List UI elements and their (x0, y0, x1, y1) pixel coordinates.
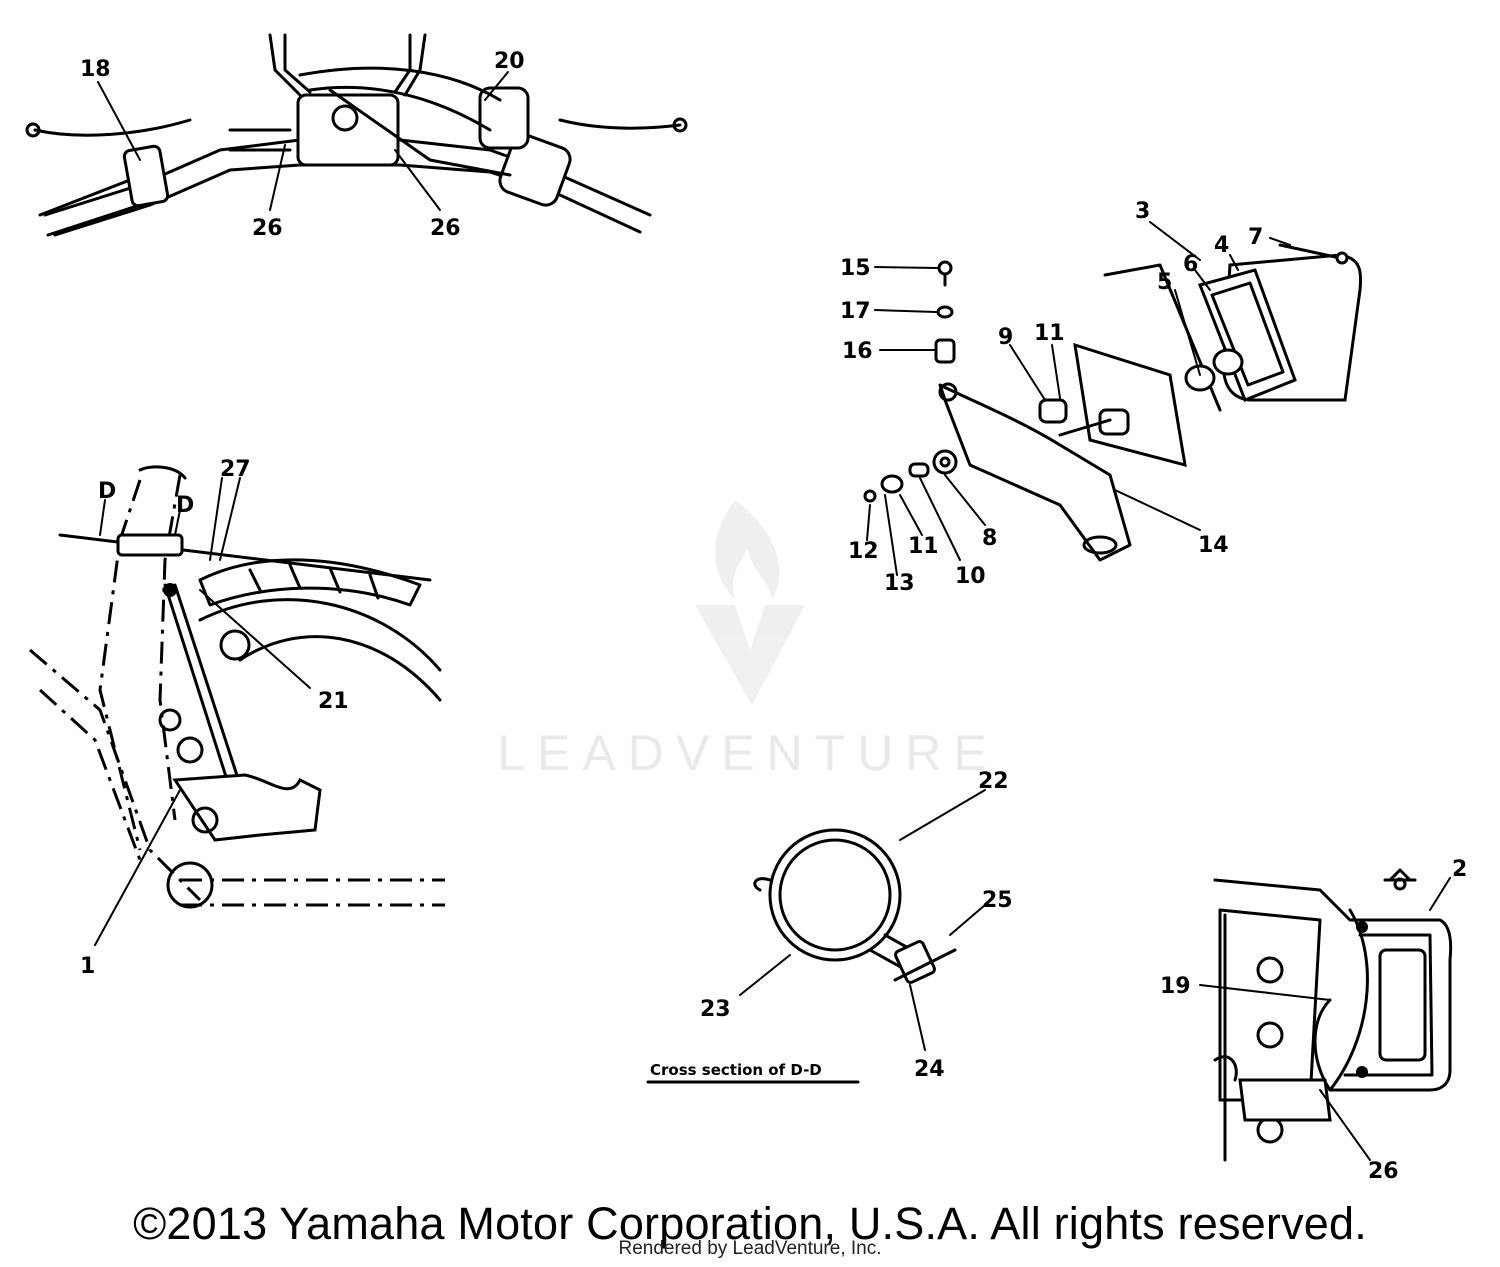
callout-15: 15 (840, 256, 871, 281)
callout-7: 7 (1248, 225, 1263, 250)
callout-24: 24 (914, 1057, 945, 1082)
callout-D-right: D (176, 493, 194, 518)
callout-21: 21 (318, 689, 349, 714)
cross-section-title: Cross section of D-D (650, 1061, 822, 1079)
callout-5: 5 (1157, 270, 1172, 295)
headlight-assembly-drawing (863, 221, 1363, 576)
callout-6: 6 (1183, 252, 1198, 277)
callout-18: 18 (80, 57, 111, 82)
frame-side-view-drawing (29, 465, 445, 946)
callout-26-left: 26 (252, 216, 283, 241)
callout-10: 10 (955, 564, 986, 589)
callout-14: 14 (1198, 533, 1229, 558)
headlight-bracket-detail-drawing (1199, 868, 1453, 1162)
callout-D-left: D (98, 479, 116, 504)
rendered-by-credit: Rendered by LeadVenture, Inc. (618, 1238, 882, 1259)
callout-2: 2 (1452, 857, 1467, 882)
watermark-text: LEADVENTURE (497, 725, 999, 781)
callout-4: 4 (1214, 233, 1229, 258)
callout-11-top: 11 (1034, 321, 1065, 346)
handlebar-assembly-drawing (25, 33, 688, 237)
copyright-notice: ©2013 Yamaha Motor Corporation, U.S.A. A… (133, 1198, 1367, 1249)
callout-25: 25 (982, 888, 1013, 913)
callout-9: 9 (998, 325, 1013, 350)
callout-11-bottom: 11 (908, 534, 939, 559)
callout-20: 20 (494, 49, 525, 74)
callout-8: 8 (982, 526, 997, 551)
callout-27: 27 (220, 457, 251, 482)
callout-19: 19 (1160, 974, 1191, 999)
callout-26-center: 26 (430, 216, 461, 241)
callout-17: 17 (840, 299, 871, 324)
leadventure-watermark-logo (695, 500, 805, 705)
callout-23: 23 (700, 997, 731, 1022)
callout-26-bottom: 26 (1368, 1159, 1399, 1184)
callout-12: 12 (848, 539, 879, 564)
cross-section-drawing (646, 789, 986, 1084)
callout-16: 16 (842, 339, 873, 364)
callout-22: 22 (978, 769, 1009, 794)
callout-13: 13 (884, 571, 915, 596)
callout-3: 3 (1135, 199, 1150, 224)
callout-1: 1 (80, 954, 95, 979)
